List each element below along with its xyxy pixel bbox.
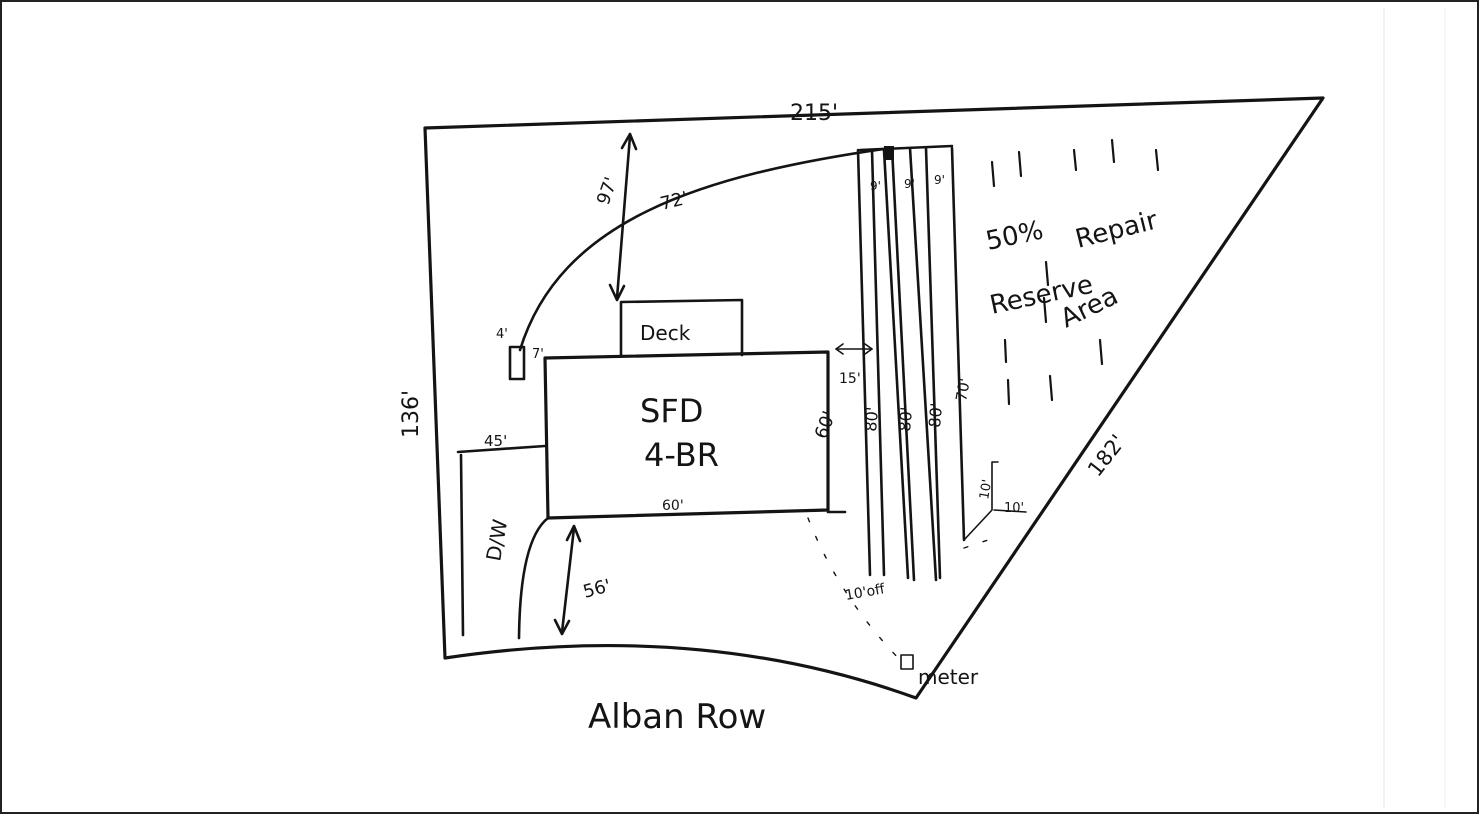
rear-setback-arrow: [615, 134, 632, 300]
hatch-mark: [990, 160, 996, 188]
arrowhead: [835, 343, 844, 355]
hatch-mark: [1042, 296, 1048, 324]
diagonal-edge-label: 182': [1083, 430, 1130, 481]
outbuilding-top: [456, 444, 547, 454]
repair-label-line1: 50%: [983, 215, 1046, 256]
arrowhead: [864, 343, 873, 355]
offset-note-label: 10'off: [844, 581, 886, 604]
outbuilding-label: D/W: [481, 517, 512, 563]
deck-outline: [619, 298, 744, 358]
left-edge-label: 136': [399, 390, 424, 438]
meter-line: [807, 517, 907, 667]
strip-line: [924, 146, 942, 580]
meter-line: [963, 535, 1001, 549]
house-outline: [543, 350, 830, 520]
hatch-mark: [1098, 338, 1104, 366]
arrowhead: [553, 618, 571, 636]
hatch-mark: [1154, 148, 1160, 172]
hatch-mark: [1044, 260, 1050, 287]
strip-2-width-label: 9': [904, 177, 915, 191]
arrowhead: [608, 283, 626, 302]
hatch-mark: [1003, 338, 1008, 364]
hatch-mark: [1048, 374, 1054, 402]
small-box-base: [993, 509, 1027, 513]
strip-3-length-label: 80': [925, 402, 946, 428]
service-box-right-label: 7': [532, 347, 544, 362]
strip-line: [882, 148, 910, 580]
house-depth-label: 60': [811, 408, 840, 441]
hatch-mark: [1110, 138, 1116, 164]
front-setback-label: 56': [581, 575, 613, 602]
strip-line: [856, 148, 872, 577]
lot-boundary: [423, 96, 1325, 700]
strip-3-width-label: 9': [934, 173, 945, 187]
house-width-label: 60': [662, 498, 684, 514]
repair-label-line3: Repair: [1072, 205, 1160, 254]
drain-strips: [856, 144, 966, 582]
repair-hatching: [990, 138, 1160, 406]
arrowhead: [565, 524, 582, 543]
strip-1-width-label: 9': [870, 179, 881, 193]
house-right-offset-label: 15': [839, 371, 861, 387]
hatch-mark: [1006, 378, 1011, 406]
deck-label: Deck: [640, 321, 691, 345]
house-label-line1: SFD: [640, 392, 703, 430]
strip-line: [908, 146, 938, 582]
utility-arc-label: 72': [658, 188, 690, 215]
meter-box: [900, 654, 914, 670]
street-label: Alban Row: [588, 697, 766, 737]
meter-label: meter: [918, 665, 979, 689]
strip-header: [858, 144, 954, 152]
hatch-mark: [1017, 150, 1023, 178]
rear-setback-label: 97': [593, 174, 622, 207]
outbuilding-left: [459, 453, 465, 637]
small-box-height-label: 10': [977, 478, 995, 500]
strip-2-length-label: 80': [895, 406, 916, 432]
small-box-left: [963, 461, 999, 541]
utility-line: [518, 146, 892, 352]
strip-line: [950, 146, 966, 542]
driveway-curve: [517, 516, 550, 640]
strip-line: [890, 146, 916, 582]
strip-1-length-label: 80': [861, 406, 882, 432]
house-label-line2: 4-BR: [644, 436, 719, 474]
hatch-mark: [1072, 148, 1078, 172]
strip-junction: [884, 146, 894, 160]
front-setback-arrow: [560, 526, 576, 634]
service-box-left-label: 4': [496, 327, 508, 342]
small-box-width-label: 10': [1004, 501, 1024, 516]
top-edge-label: 215': [790, 101, 838, 126]
strip-line: [870, 148, 886, 577]
repair-area-length-label: 70': [952, 377, 974, 403]
outbuilding-width-label: 45': [484, 432, 507, 450]
arrowhead: [620, 132, 638, 151]
service-box: [508, 345, 526, 381]
